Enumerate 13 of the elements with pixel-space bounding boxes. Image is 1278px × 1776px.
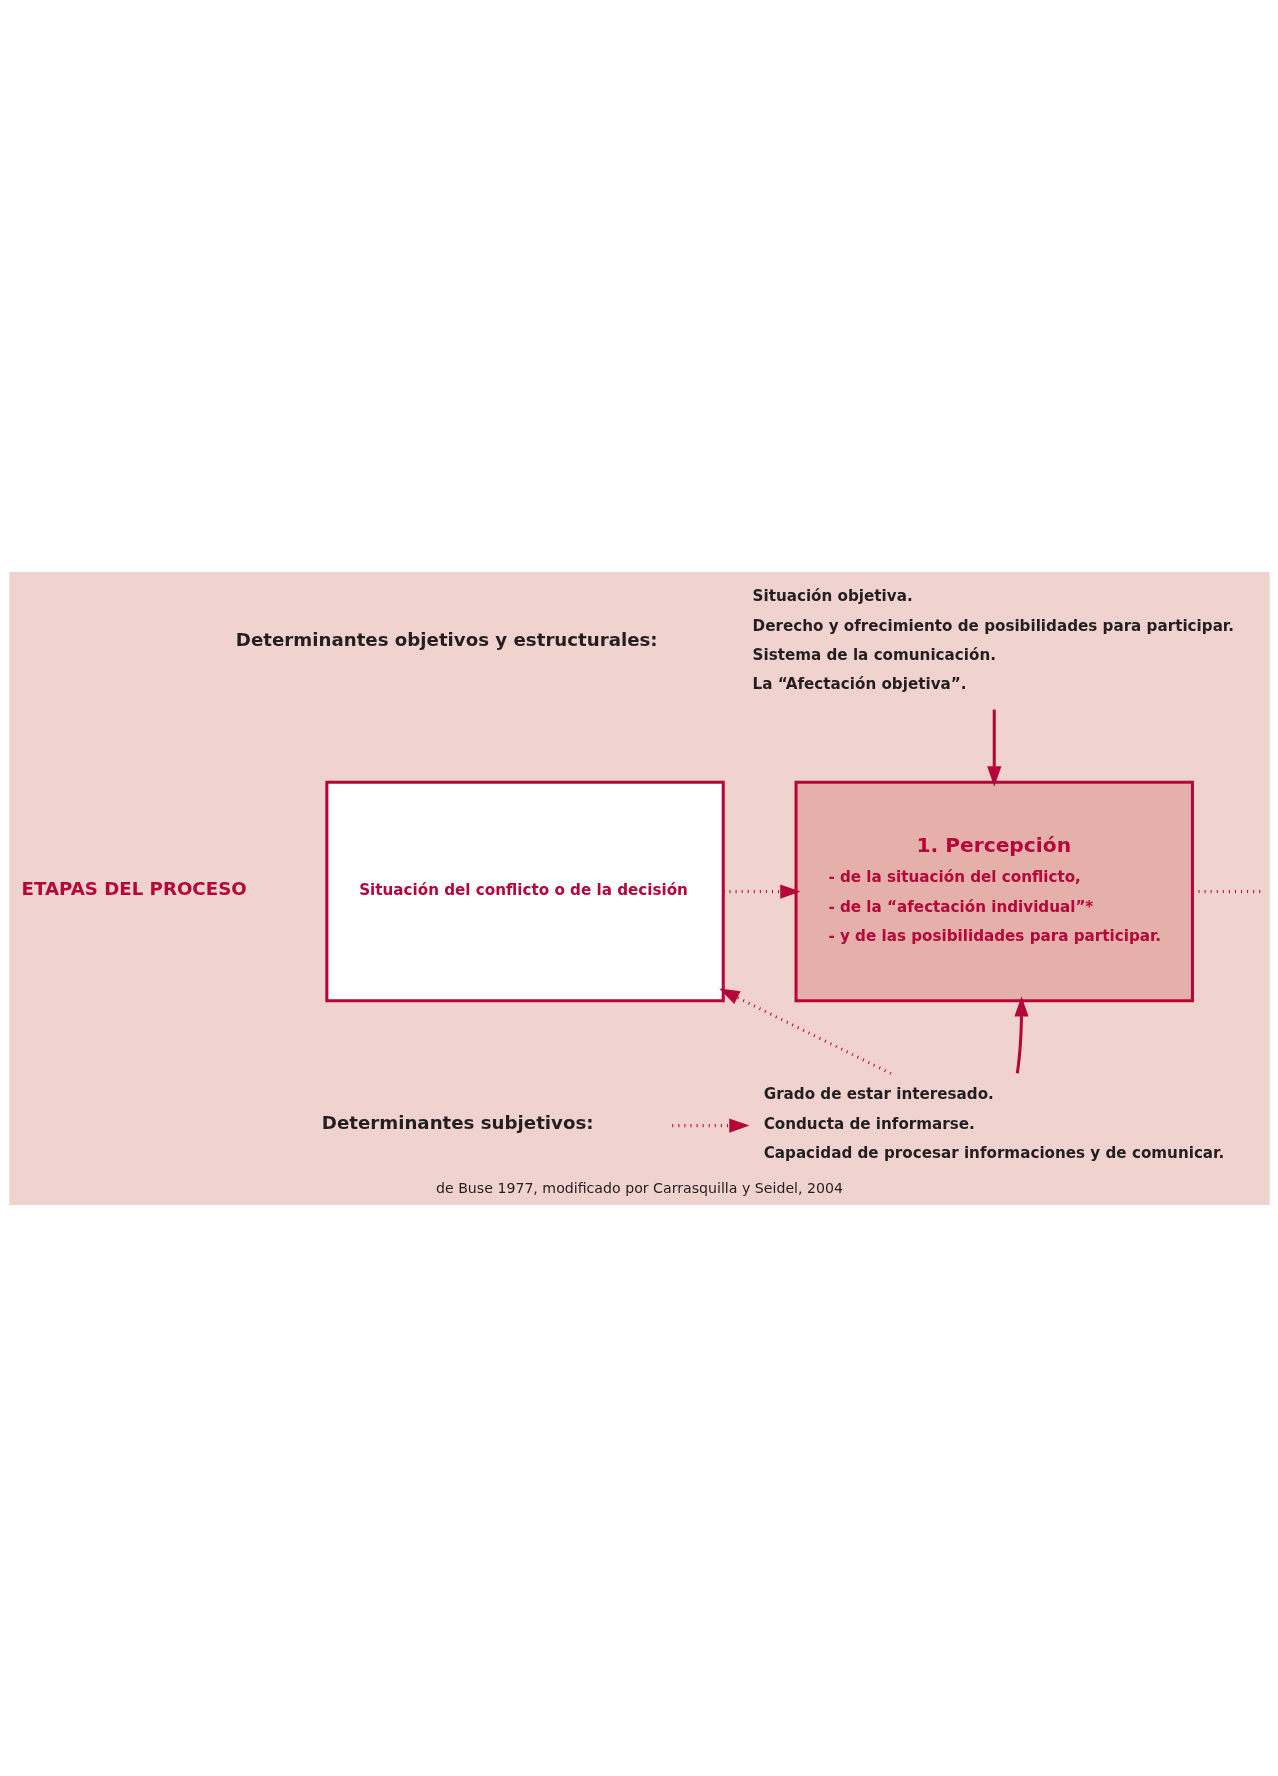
node-box: Situación del conflicto o de la decisión — [324, 780, 725, 1002]
node-box: 1. Percepción - de la situación del conflicto, - de la “afectación individual”* - y de las posibilidades para participar. — [794, 780, 1194, 1002]
arrow — [986, 709, 1001, 787]
arrow — [1013, 995, 1029, 1073]
arrow — [718, 988, 892, 1075]
label: Determinantes subjetivos: — [321, 1111, 594, 1133]
caption: de Buse 1977, modificado por Carrasquilla y Seidel, 2004 — [435, 1179, 843, 1196]
label: Determinantes objetivos y estructurales: — [235, 628, 658, 650]
node-text: Grado de estar interesado. Conducta de informarse. Capacidad de procesar informaciones y de comunicar. — [763, 1084, 1224, 1162]
node-text: Situación objetiva. Derecho y ofrecimiento de posibilidades para participar. Sistema de la comunicación. La “Afectación objetiva”. — [752, 586, 1234, 693]
label: ETAPAS DEL PROCESO — [20, 877, 247, 899]
arrow — [722, 883, 800, 899]
arrow — [671, 1118, 749, 1133]
